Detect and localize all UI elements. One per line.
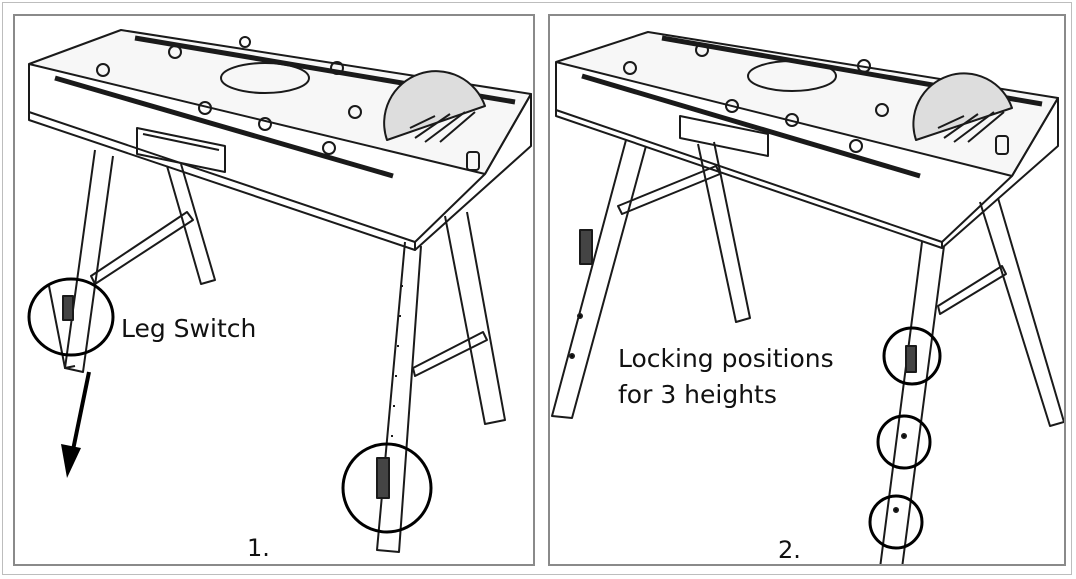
workbench-drawing-2 [551, 31, 1064, 564]
locking-position-circle-3 [868, 494, 924, 550]
down-arrow-icon [61, 371, 91, 478]
locking-positions-label-line1: Locking positions [618, 344, 834, 373]
panel-number-1: 1. [247, 534, 270, 562]
leg-switch-callout-circle-1 [27, 277, 115, 357]
locking-positions-label-line2: for 3 heights [618, 380, 777, 409]
locking-position-circle-1 [882, 326, 942, 386]
leg-switch-callout-circle-2 [341, 442, 433, 534]
locking-position-circle-2 [876, 414, 932, 470]
leg-switch-label: Leg Switch [121, 314, 257, 343]
panel-2: Locking positions for 3 heights 2. [548, 14, 1066, 566]
workbench-drawing-1 [27, 29, 532, 553]
panel-1: Leg Switch 1. [13, 14, 535, 566]
panel-number-2: 2. [778, 536, 801, 564]
